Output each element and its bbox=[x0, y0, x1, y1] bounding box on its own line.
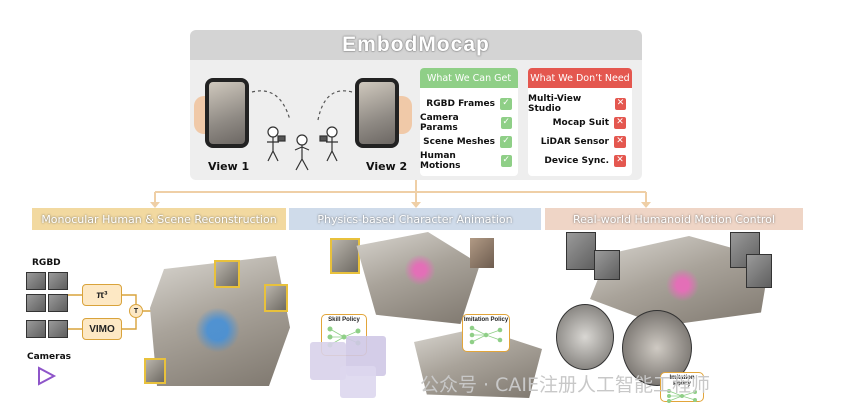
camera-icon bbox=[38, 366, 57, 386]
robot-camera-thumb bbox=[594, 250, 620, 280]
rgbd-frame-thumb bbox=[26, 294, 46, 312]
t-node: T bbox=[129, 304, 143, 318]
person-icon bbox=[319, 126, 338, 162]
character-overlay bbox=[400, 250, 440, 290]
network-icon bbox=[469, 325, 503, 345]
pi3-module: π³ bbox=[82, 284, 122, 306]
robot-camera-thumb bbox=[566, 232, 596, 270]
dont-need-item: Device Sync.✕ bbox=[528, 151, 632, 170]
cross-icon: ✕ bbox=[614, 116, 626, 129]
skill-clip-thumb bbox=[340, 366, 376, 398]
frame-inset bbox=[330, 238, 360, 274]
watermark-text: 公众号 · CAIE注册人工智能工程师 bbox=[420, 374, 710, 396]
phone-icon bbox=[355, 78, 399, 148]
dashed-arc-left bbox=[251, 90, 291, 121]
can-get-item: Scene Meshes✓ bbox=[420, 132, 518, 151]
view2-label: View 2 bbox=[366, 160, 408, 173]
dont-need-box: What We Don’t Need Multi-View Studio✕ Mo… bbox=[528, 68, 632, 176]
imitation-policy-block: Imitation Policy bbox=[462, 314, 510, 352]
robot-camera-thumb bbox=[746, 254, 772, 288]
dashed-arc-right bbox=[317, 90, 353, 121]
pipeline-arrows bbox=[68, 294, 154, 330]
imitation-policy-block-right: Imitation Policy bbox=[660, 372, 704, 403]
branch-connector bbox=[150, 180, 651, 208]
dont-need-header: What We Don’t Need bbox=[528, 68, 632, 88]
can-get-item: RGBD Frames✓ bbox=[420, 94, 518, 113]
human-motion-overlay bbox=[190, 300, 245, 360]
section-header-control: Real-world Humanoid Motion Control bbox=[545, 208, 803, 230]
vimo-module: VIMO bbox=[82, 318, 122, 340]
connector-lines bbox=[154, 180, 647, 206]
cameras-label: Cameras bbox=[27, 352, 72, 362]
robot-camera-thumb bbox=[730, 232, 760, 268]
check-icon: ✓ bbox=[500, 135, 512, 148]
rgbd-frame-thumb bbox=[26, 272, 46, 290]
can-get-header: What We Can Get bbox=[420, 68, 518, 88]
person-icon bbox=[294, 134, 310, 171]
view1-label: View 1 bbox=[208, 160, 250, 173]
can-get-item: Human Motions✓ bbox=[420, 150, 512, 171]
humanoid-overlay bbox=[660, 265, 705, 305]
cross-icon: ✕ bbox=[614, 135, 626, 148]
dont-need-item: LiDAR Sensor✕ bbox=[528, 132, 632, 151]
dont-need-item: Mocap Suit✕ bbox=[528, 113, 632, 132]
capture-people-illustration bbox=[251, 90, 353, 171]
frame-inset bbox=[470, 238, 494, 268]
cross-icon: ✕ bbox=[614, 97, 626, 110]
can-get-box: What We Can Get RGBD Frames✓ Camera Para… bbox=[420, 68, 518, 176]
frame-inset bbox=[264, 284, 288, 312]
rgbd-frame-thumb bbox=[48, 320, 68, 338]
title-bar: EmbodMocap bbox=[190, 30, 642, 60]
real-robot-photo bbox=[556, 304, 614, 370]
rgbd-frame-thumb bbox=[26, 320, 46, 338]
frame-inset bbox=[144, 358, 166, 384]
check-icon: ✓ bbox=[500, 116, 512, 129]
check-icon: ✓ bbox=[500, 97, 512, 110]
section-header-reconstruction: Monocular Human & Scene Reconstruction bbox=[32, 208, 286, 230]
rgbd-label: RGBD bbox=[32, 258, 61, 268]
frame-inset bbox=[214, 260, 240, 288]
phone-icon bbox=[205, 78, 249, 148]
network-icon bbox=[667, 389, 697, 403]
person-icon bbox=[267, 126, 286, 162]
check-icon: ✓ bbox=[500, 154, 512, 167]
figure-title: EmbodMocap bbox=[342, 33, 490, 56]
cross-icon: ✕ bbox=[614, 154, 626, 167]
section-header-animation: Physics-based Character Animation bbox=[289, 208, 541, 230]
dont-need-item: Multi-View Studio✕ bbox=[528, 93, 626, 114]
rgbd-frame-thumb bbox=[48, 294, 68, 312]
rgbd-frame-thumb bbox=[48, 272, 68, 290]
can-get-item: Camera Params✓ bbox=[420, 112, 512, 133]
